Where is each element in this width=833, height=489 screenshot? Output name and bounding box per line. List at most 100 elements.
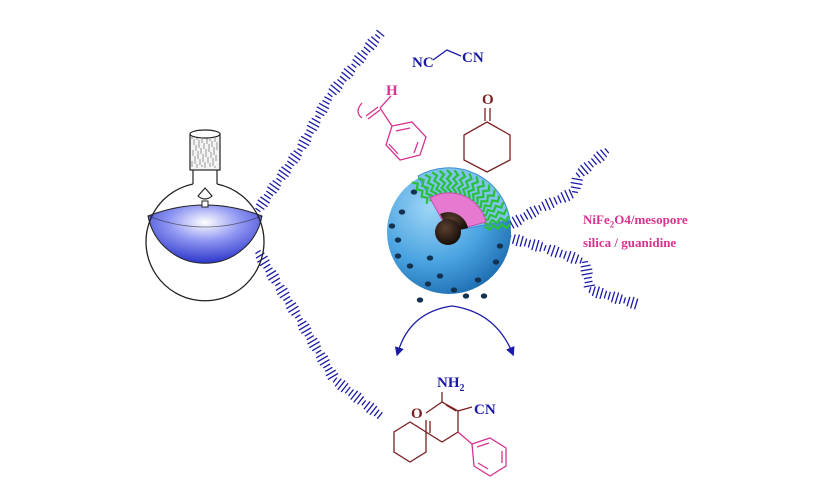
flask-stopper — [189, 133, 221, 171]
catalyst-label: NiFe2O4/mesopore silica / guanidine — [583, 211, 688, 251]
stopper-dot — [216, 144, 218, 146]
benzene-inner-bonds — [388, 127, 419, 155]
pore — [410, 189, 418, 195]
mesopores — [388, 189, 504, 303]
stopper-dot — [197, 155, 199, 157]
hatch-tick — [340, 382, 349, 393]
stopper-dot — [199, 163, 201, 165]
hatch-tick — [571, 177, 583, 181]
phenyl-bond — [457, 431, 473, 445]
stopper-dot — [195, 145, 197, 147]
hatch-tick — [581, 272, 593, 276]
hatch-tick — [344, 386, 351, 394]
malononitrile-bonds — [432, 49, 462, 61]
stopper-dot — [213, 147, 215, 149]
stopper-dot — [209, 137, 211, 139]
hatch-tick — [306, 129, 314, 135]
hatch-tick — [276, 173, 286, 181]
ligand-strand — [455, 170, 467, 198]
stopper-dot — [200, 148, 202, 150]
stopper-dot — [210, 154, 212, 156]
stopper-dot — [201, 139, 203, 141]
hatch-tick — [593, 154, 602, 164]
hatch-tick — [300, 135, 312, 143]
hatch-tick — [566, 250, 572, 262]
hatch-tick — [570, 186, 581, 190]
ligand-strand — [445, 169, 453, 197]
amino-label: NH2 — [437, 375, 465, 394]
hatch-tick — [577, 168, 585, 177]
phenyl-inner-bonds — [476, 442, 503, 470]
hatch-tick — [290, 152, 301, 161]
right-curved-arrow — [451, 305, 515, 357]
hatch-tick — [263, 263, 271, 269]
hatch-tick — [337, 379, 346, 391]
hatch-tick — [297, 317, 303, 323]
hatch-tick — [583, 284, 595, 288]
stopper-dot — [191, 163, 193, 165]
stopper-dot — [197, 153, 199, 155]
pore — [480, 293, 488, 299]
stopper-dot — [205, 149, 207, 151]
hatch-tick — [596, 151, 605, 162]
hatch-tick — [519, 235, 524, 247]
pore — [450, 287, 458, 293]
hatch-tick — [269, 182, 280, 191]
hatch-tick — [511, 216, 519, 228]
nife2o4-core-body — [435, 219, 461, 245]
hatch-tick — [315, 352, 326, 359]
hatch-tick — [294, 314, 301, 319]
hatch-tick — [298, 139, 310, 147]
stopper-dot — [201, 137, 203, 139]
cyclohexanone-structure: O — [463, 92, 511, 173]
hatch-tick — [373, 409, 380, 417]
stir-bar-base — [201, 200, 209, 208]
benzaldehyde-structure: H — [357, 83, 427, 161]
hatch-tick — [604, 147, 610, 154]
stopper-dot — [202, 160, 204, 162]
stopper-dot — [191, 165, 193, 167]
stopper-dot — [196, 138, 198, 140]
pore — [398, 209, 406, 215]
stopper-dot — [202, 156, 204, 158]
hatch-beam-2 — [255, 249, 383, 420]
stopper-dot — [202, 158, 204, 160]
stopper-dot — [207, 161, 209, 163]
product-cn-label: CN — [474, 402, 496, 418]
stopper-dot — [211, 145, 213, 147]
cyclohexene-ring — [393, 421, 427, 463]
hatch-tick — [325, 369, 337, 377]
ligand-strand — [463, 176, 480, 201]
hatch-tick — [570, 251, 576, 264]
guanidine-ligands — [411, 169, 512, 232]
hatch-tick — [559, 249, 563, 258]
hatch-tick — [599, 149, 608, 158]
stopper-dot — [212, 160, 214, 162]
hatch-tick — [316, 106, 328, 114]
stopper-dot — [208, 144, 210, 146]
hatch-tick — [529, 206, 537, 218]
hatch-beam-4 — [508, 234, 639, 310]
hatch-tick — [304, 331, 313, 337]
hatch-tick — [333, 81, 343, 90]
hatch-tick — [376, 411, 383, 420]
hatch-tick — [361, 400, 367, 406]
hatch-tick — [266, 269, 277, 277]
stopper-dot — [193, 141, 195, 143]
stopper-dot — [203, 143, 205, 145]
ring-oxygen-label: O — [411, 406, 423, 422]
hatch-tick — [610, 291, 616, 303]
hatch-tick — [278, 169, 289, 178]
left-curved-arrow — [394, 305, 453, 357]
ligand-strand — [431, 171, 443, 199]
hatch-tick — [308, 341, 320, 349]
hatch-tick — [560, 191, 567, 203]
stopper-dot — [216, 142, 218, 144]
stopper-dot — [201, 141, 203, 143]
pore — [474, 277, 482, 283]
hatch-tick — [553, 196, 558, 205]
hatch-tick — [574, 254, 580, 265]
stopper-dot — [215, 159, 217, 161]
hatch-tick — [364, 42, 375, 51]
